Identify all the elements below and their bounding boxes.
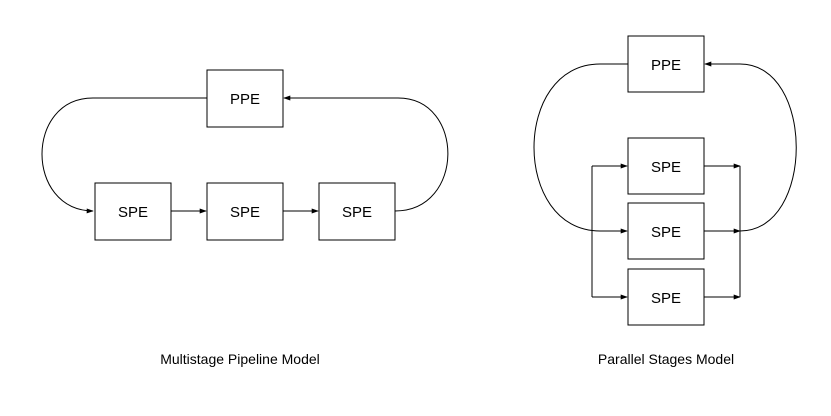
pipeline-ppe-to-spe1-arrow xyxy=(41,97,207,214)
pipeline-spe-box-2 xyxy=(206,182,284,241)
pipeline-spe-label-1: SPE xyxy=(118,204,148,221)
pipeline-diagram: PPE SPE SPE SPE Multistage Pipeline Mode… xyxy=(41,69,449,367)
pipeline-spe-label-2: SPE xyxy=(230,204,260,221)
pipeline-spe-box-3 xyxy=(318,182,396,241)
parallel-diagram: PPE SPE SPE SPE Parallel Stages Model xyxy=(533,35,797,367)
parallel-ppe-to-spe2-arrow xyxy=(533,63,628,234)
pipeline-ppe-box xyxy=(206,69,284,128)
parallel-merge-to-ppe-arrow xyxy=(704,61,797,232)
pipeline-spe-box-1 xyxy=(94,182,172,241)
parallel-spe-label-2: SPE xyxy=(651,224,681,241)
parallel-caption: Parallel Stages Model xyxy=(598,351,734,367)
pipeline-ppe-label: PPE xyxy=(230,91,260,108)
pipeline-caption: Multistage Pipeline Model xyxy=(160,351,320,367)
parallel-ppe-label: PPE xyxy=(651,57,681,74)
pipeline-spe-label-3: SPE xyxy=(342,204,372,221)
parallel-spe-label-3: SPE xyxy=(651,290,681,307)
parallel-spe-label-1: SPE xyxy=(651,159,681,176)
parallel-spe-box-1 xyxy=(627,137,705,195)
pipeline-spe3-to-ppe-arrow xyxy=(283,95,449,212)
